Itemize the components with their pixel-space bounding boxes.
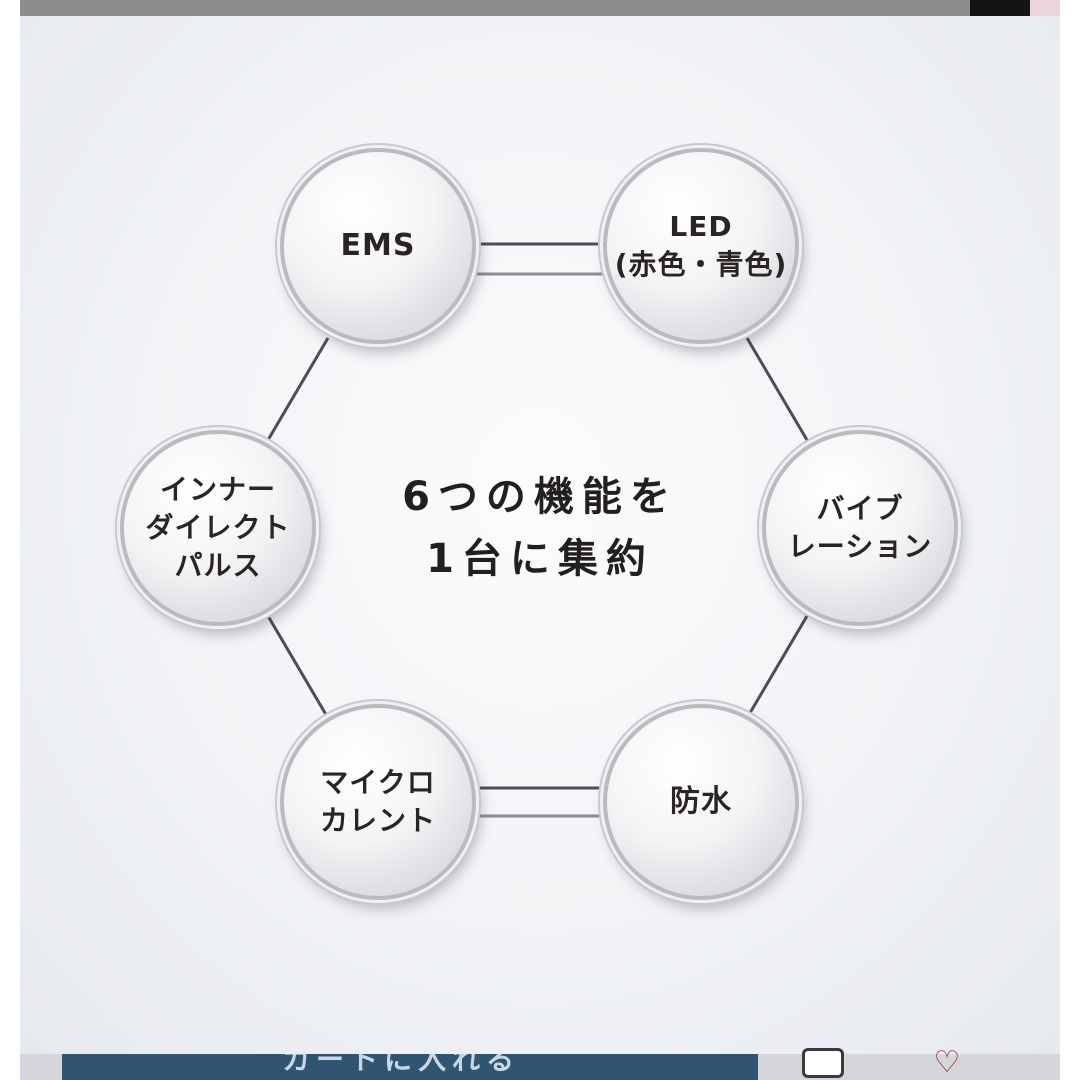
diagram-center-title: 6つの機能を 1台に集約 — [340, 466, 740, 590]
feature-label-inner-direct-pulse: インナー ダイレクト パルス — [145, 473, 291, 582]
feature-node-vibration: バイブ レーション — [762, 430, 958, 626]
feature-label-ems: EMS — [340, 228, 416, 263]
center-title-line-2: 1台に集約 — [426, 536, 654, 582]
center-title-line-1: 6つの機能を — [402, 474, 678, 520]
connector-inner-ems — [266, 337, 330, 441]
connector-led-vibration — [745, 337, 809, 441]
heart-icon[interactable]: ♡ — [933, 1045, 961, 1080]
top-cropped-pink-block — [1030, 0, 1060, 16]
add-to-cart-button[interactable]: カートに入れる — [62, 1054, 758, 1080]
feature-node-microcurrent: マイクロ カレント — [280, 704, 476, 900]
feature-label-led: LED (赤色・青色) — [614, 210, 788, 281]
feature-label-microcurrent: マイクロ カレント — [319, 766, 436, 837]
add-to-cart-label: カートに入れる — [282, 1054, 521, 1076]
feature-label-waterproof: 防水 — [670, 784, 732, 819]
hexagon-connectors — [266, 242, 809, 818]
feature-label-vibration: バイブ レーション — [787, 492, 933, 563]
connector-microcurrent-inner — [266, 615, 330, 719]
top-cropped-strip — [20, 0, 970, 16]
square-outline-icon[interactable] — [802, 1048, 844, 1078]
feature-node-ems: EMS — [280, 148, 476, 344]
feature-diagram-panel: EMS LED (赤色・青色) バイブ レーション 防水 マイクロ カレント イ… — [20, 16, 1060, 1054]
connector-vibration-waterproof — [745, 615, 809, 719]
feature-node-waterproof: 防水 — [603, 704, 799, 900]
top-cropped-dark-strip — [970, 0, 1060, 16]
feature-node-inner-direct-pulse: インナー ダイレクト パルス — [120, 430, 316, 626]
feature-node-led: LED (赤色・青色) — [603, 148, 799, 344]
